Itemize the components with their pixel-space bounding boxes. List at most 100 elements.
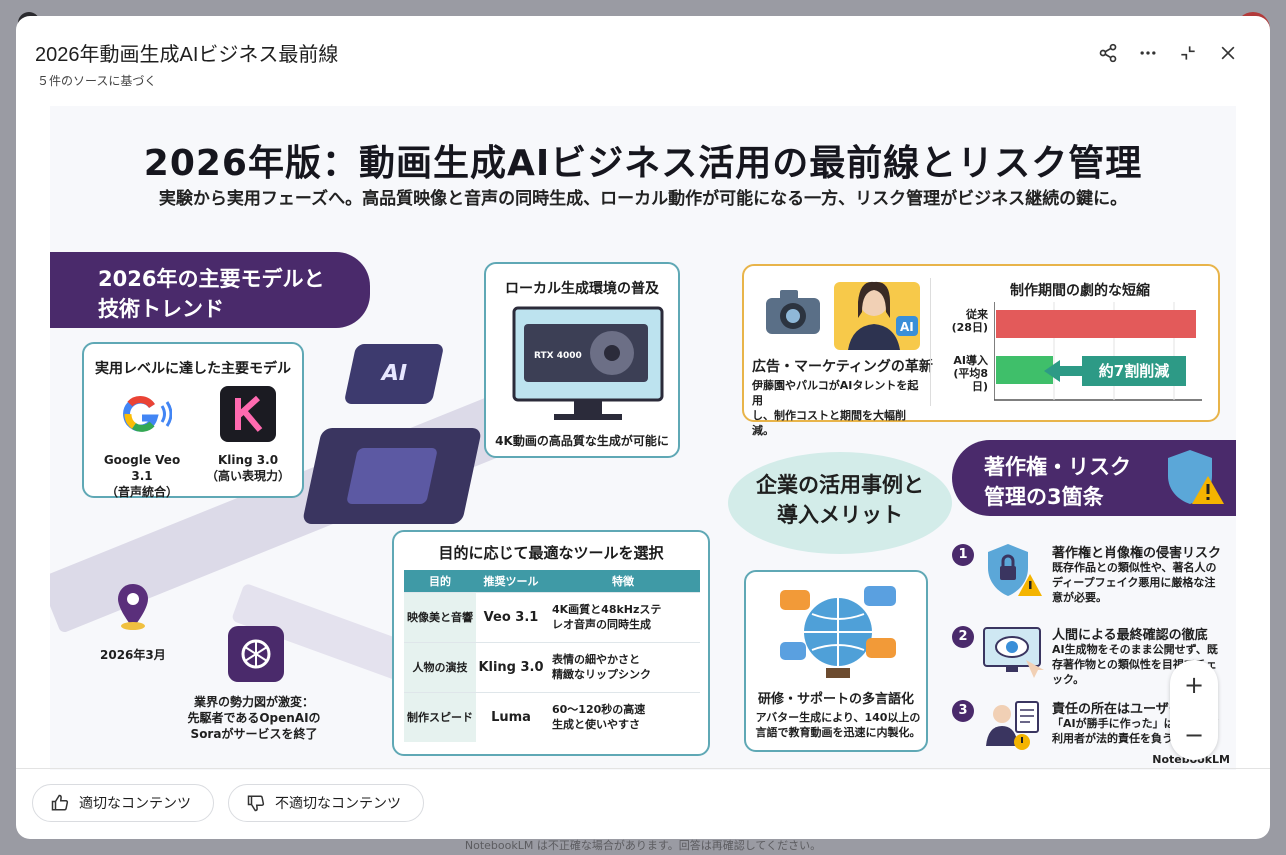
chart-bar-ai (996, 356, 1053, 384)
model-note: （音声統合） (105, 485, 178, 499)
zoom-controls: + − (1170, 660, 1218, 760)
gpu-caption: 4K動画の高品質な生成が可能に (495, 434, 669, 448)
risk-title: 責任の所在はユーザーにあ (1052, 702, 1208, 717)
collapse-button[interactable] (1168, 40, 1208, 66)
zoom-out-button[interactable]: − (1183, 721, 1205, 749)
chart-category-label: 従来 (28日) (940, 308, 988, 334)
desc-line: 利用者が法的責任を負う。 (1052, 732, 1184, 745)
globe-chat-icon (780, 586, 896, 678)
multilingual-desc: アバター生成により、140以上の 言語で教育動画を迅速に内製化。 (752, 710, 924, 740)
share-button[interactable] (1088, 40, 1128, 66)
infographic-image: 2026年版：動画生成AIビジネス活用の最前線とリスク管理 実験から実用フェーズ… (50, 106, 1236, 770)
share-icon (1099, 43, 1117, 63)
feature-cell: 60〜120秒の高速生成と使いやすさ (546, 691, 700, 742)
tool-cell: Kling 3.0 (476, 641, 546, 692)
dialog-actions (1088, 40, 1248, 66)
more-button[interactable] (1128, 40, 1168, 66)
multilingual-card: 研修・サポートの多言語化 アバター生成により、140以上の 言語で教育動画を迅速… (744, 570, 928, 752)
models-card: 実用レベルに達した主要モデル Google Veo 3.1 （音声統合） (82, 342, 304, 500)
model-name: Kling 3.0 (217, 453, 279, 467)
tool-cell: Luma (476, 691, 546, 742)
dialog-subtitle: ５件のソースに基づく (37, 74, 157, 88)
feature-cell: 4K画質と48kHzステレオ音声の同時生成 (546, 591, 700, 642)
feature-cell: 表情の細やかさと精緻なリップシンク (546, 641, 700, 692)
local-gpu-card: ローカル生成環境の普及 RTX 4000 4K動画の高品質な生成が可能に (484, 262, 680, 458)
ai-chip-icon: AI (343, 344, 445, 404)
table-row: 人物の演技 Kling 3.0 表情の細やかさと精緻なリップシンク (404, 641, 700, 692)
risk-item-1: 1 著作権と肖像権の侵害リスク 既存作品との類似性や、著名人の ディープフェイク… (952, 542, 1236, 622)
use-case-line: 導入メリット (777, 503, 903, 527)
risk-banner: 著作権・リスク 管理の3箇条 (952, 440, 1236, 516)
ai-talent-icon: AI (834, 281, 920, 350)
desc-line: し、制作コストと期間を大幅削減。 (752, 409, 906, 437)
model-name: Google Veo 3.1 (103, 453, 181, 483)
feature-line: 表情の細やかさと (552, 653, 640, 666)
model-kling: Kling 3.0 （高い表現力） (198, 384, 298, 484)
timeline-date: 2026年3月 (100, 648, 166, 662)
marketing-desc: 伊藤園やパルコがAIタレントを起用 し、制作コストと期間を大幅削減。 (752, 378, 924, 438)
dialog-title: 2026年動画生成AIビジネス最前線 (35, 44, 339, 66)
chart-category-label: AI導入 (平均8日) (940, 354, 988, 393)
desc-line: 言語で教育動画を迅速に内製化。 (755, 726, 921, 739)
good-content-label: 適切なコンテンツ (79, 796, 191, 812)
risk-title: 人間による最終確認の徹底 (1052, 628, 1208, 643)
thumbs-up-icon (51, 794, 69, 811)
zoom-in-button[interactable]: + (1183, 671, 1205, 699)
risk-title: 著作権と肖像権の侵害リスク (1052, 546, 1222, 561)
table-row: 映像美と音響 Veo 3.1 4K画質と48kHzステレオ音声の同時生成 (404, 591, 700, 642)
desc-line: アバター生成により、140以上の (755, 711, 921, 724)
eye-monitor-icon (983, 627, 1044, 678)
column-header: 目的 (404, 570, 476, 592)
gpu-model-label: RTX 4000 (534, 351, 582, 361)
chart-bar-conventional (996, 310, 1196, 338)
trends-banner: 2026年の主要モデルと 技術トレンド (50, 252, 370, 328)
location-pin-icon (118, 584, 148, 630)
marketing-card: AI 広告・マーケティングの革新 伊藤園やパルコがAIタレントを起用 し、制作コ… (742, 264, 1220, 437)
note-line: 先駆者であるOpenAIの (187, 711, 321, 725)
close-button[interactable] (1208, 40, 1248, 66)
risk-number: 2 (952, 626, 974, 648)
bad-content-button[interactable]: 不適切なコンテンツ (228, 784, 424, 822)
thumbs-down-icon (247, 795, 265, 812)
desc-line: 伊藤園やパルコがAIタレントを起用 (752, 379, 919, 407)
multilingual-title: 研修・サポートの多言語化 (757, 692, 914, 707)
banner-line: 著作権・リスク (984, 455, 1131, 479)
purpose-cell: 人物の演技 (404, 641, 476, 692)
good-content-button[interactable]: 適切なコンテンツ (32, 784, 214, 822)
shield-warning-icon (1168, 450, 1224, 504)
tools-table: 目的 推奨ツール 特徴 映像美と音響 Veo 3.1 4K画質と48kHzステレ… (404, 570, 700, 742)
purpose-cell: 映像美と音響 (404, 591, 476, 642)
table-row: 制作スピード Luma 60〜120秒の高速生成と使いやすさ (404, 691, 700, 742)
marketing-title: 広告・マーケティングの革新 (752, 359, 933, 375)
risk-number: 1 (952, 544, 974, 566)
banner-line: 技術トレンド (98, 297, 224, 321)
chart-title: 制作期間の劇的な短縮 (1010, 283, 1150, 299)
gpu-heading: ローカル生成環境の普及 (505, 281, 659, 297)
risk-number: 3 (952, 700, 974, 722)
model-veo: Google Veo 3.1 （音声統合） (92, 384, 192, 500)
desc-line: 意が必要。 (1052, 591, 1107, 604)
risk-item-2: 2 人間による最終確認の徹底 AI生成物をそのまま公開せず、既 存著作物との類似… (952, 624, 1236, 704)
desc-line: 既存作品との類似性や、著名人の (1052, 561, 1217, 574)
google-logo-icon (112, 384, 172, 444)
disclaimer-text: NotebookLM は不正確な場合があります。回答は再確認してください。 (464, 839, 822, 852)
purpose-cell: 制作スピード (404, 691, 476, 742)
use-case-bubble: 企業の活用事例と 導入メリット (728, 452, 952, 554)
feature-line: 4K画質と48kHzステ (552, 603, 662, 616)
category-line: (28日) (951, 321, 988, 334)
category-line: AI導入 (953, 354, 988, 367)
arrow-left-icon (1044, 360, 1084, 382)
note-line: 業界の勢力図が激変： (193, 695, 314, 709)
banner-line: 2026年の主要モデルと (98, 267, 325, 291)
column-header: 特徴 (546, 570, 700, 592)
infographic-dialog: 2026年動画生成AIビジネス最前線 ５件のソースに基づく 2026年版：動画生… (16, 16, 1270, 839)
infographic-title: 2026年版：動画生成AIビジネス活用の最前線とリスク管理 (143, 143, 1143, 184)
desc-line: ック。 (1052, 673, 1085, 686)
table-header: 目的 推奨ツール 特徴 (404, 570, 700, 592)
models-heading: 実用レベルに達した主要モデル (95, 361, 291, 377)
desc-line: ディープフェイク悪用に厳格な注 (1052, 576, 1216, 589)
banner-line: 管理の3箇条 (984, 485, 1104, 509)
desc-line: AI生成物をそのまま公開せず、既 (1052, 643, 1218, 656)
reduction-badge: 約7割削減 (1082, 356, 1186, 386)
feature-line: 精緻なリップシンク (552, 668, 651, 681)
